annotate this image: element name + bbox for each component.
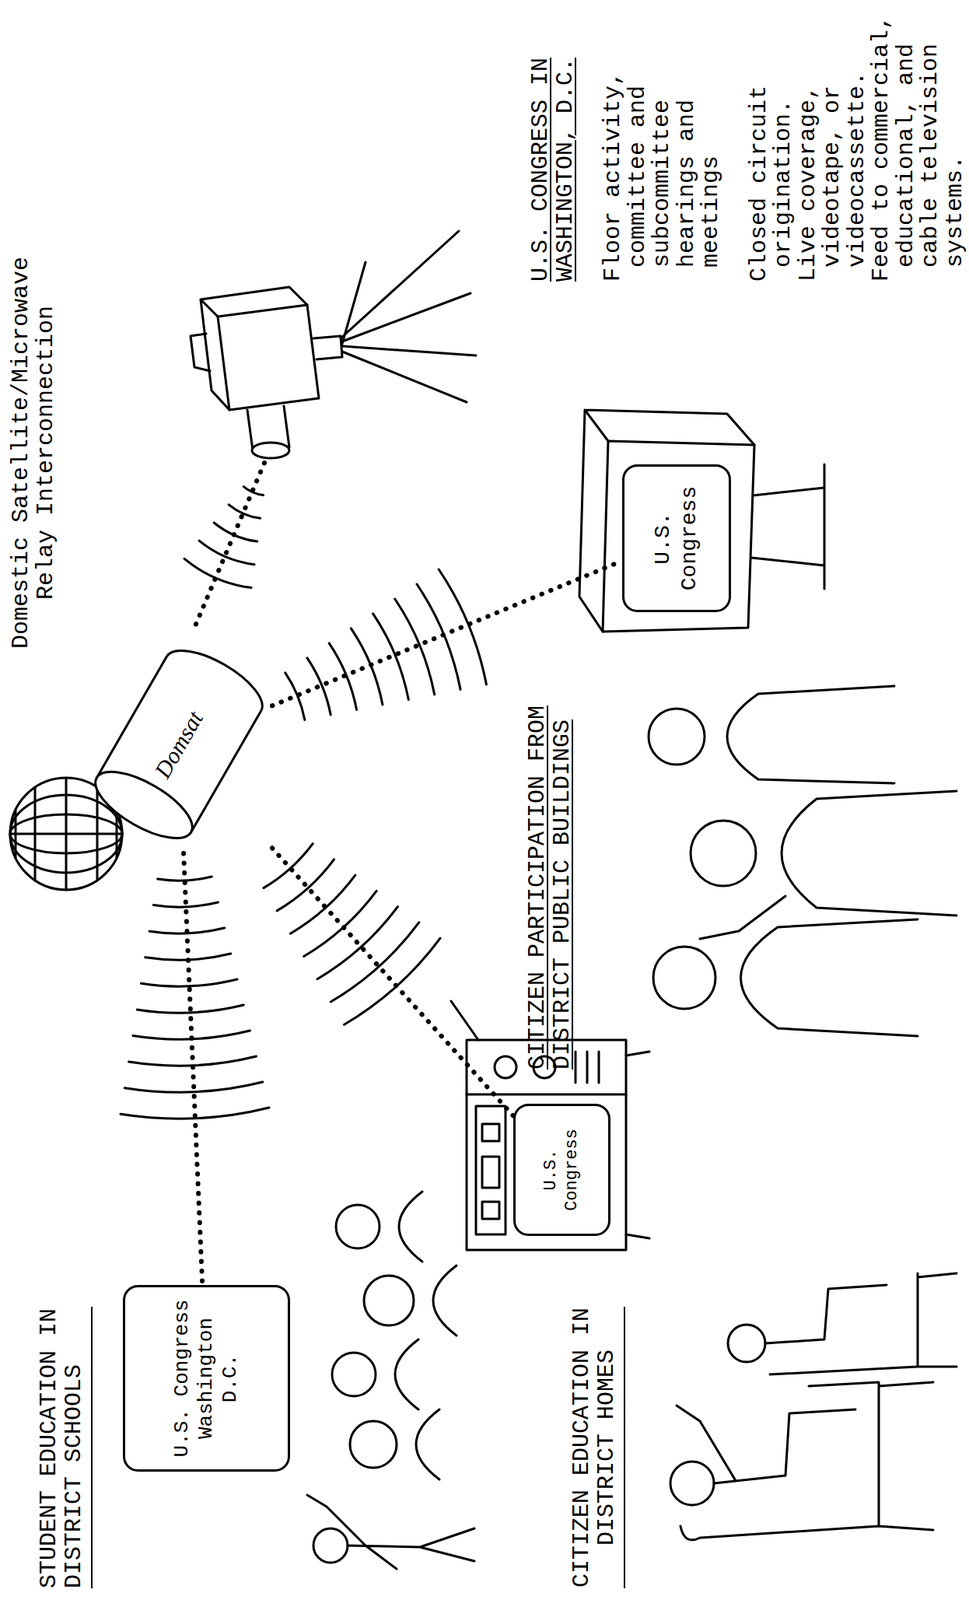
home-viewers	[670, 1273, 957, 1540]
screen-text: U.S. Congress	[650, 485, 703, 592]
public-monitor	[579, 409, 825, 632]
screen-text: U.S. Congress Washington D.C.	[170, 1298, 244, 1459]
monitor-screen: U.S. Congress	[622, 464, 732, 613]
transmission-link	[272, 560, 623, 720]
cylinder	[85, 637, 272, 851]
monitor-front	[602, 440, 755, 632]
teacher-head	[313, 1528, 348, 1563]
section-heading: U.S. CONGRESS IN WASHINGTON, D.C.	[528, 55, 578, 282]
tv-camera	[184, 230, 476, 628]
student-shoulders	[395, 1339, 419, 1410]
tv-speaker	[575, 1051, 599, 1083]
viewer-head	[690, 820, 756, 886]
radio-wave	[263, 843, 441, 1025]
tv-dial	[482, 1156, 500, 1188]
tv-cabinet	[466, 1039, 627, 1250]
text-holder: Domsat	[164, 707, 193, 781]
text-column: U.S. CONGRESS IN WASHINGTON, D.C. Floor a…	[528, 13, 968, 282]
student-head	[363, 1275, 414, 1326]
student-shoulders	[398, 1191, 423, 1262]
cylinder-rim	[85, 759, 202, 851]
viewer-body	[765, 1284, 887, 1344]
camera-mount	[313, 335, 343, 360]
public-viewers	[648, 685, 957, 1036]
camera-lens-front	[251, 442, 290, 459]
description-note: Closed circuit origination.	[747, 13, 797, 282]
student-shoulders	[416, 1409, 440, 1480]
screen-text: U.S. Congress	[541, 1127, 583, 1212]
tv-control-strip	[475, 1105, 506, 1235]
viewer-body	[676, 1405, 856, 1484]
camera-body	[217, 304, 319, 410]
description-note: Floor activity, committee and subcommitt…	[601, 13, 725, 282]
transmission-link	[120, 853, 270, 1285]
student-head	[349, 1420, 397, 1468]
monitor-stand	[751, 464, 825, 589]
tv-dial	[482, 1201, 500, 1219]
viewer-head	[653, 946, 716, 1009]
text-holder: U.S. Congress	[541, 1127, 583, 1212]
tv-dial	[482, 1123, 500, 1141]
satellite-cylinder: Domsat	[85, 635, 273, 854]
description-note: Feed to commercial, educational, and cab…	[869, 13, 968, 282]
tv-knob	[494, 1056, 517, 1078]
teacher-body	[307, 1494, 475, 1569]
camera-uplink-waves	[184, 486, 264, 588]
viewer-body	[741, 919, 919, 1036]
section-heading: CITIZEN PARTICIPATION FROM DISTRICT PUBL…	[525, 703, 575, 1070]
viewer-body	[699, 790, 957, 939]
radio-wave	[120, 876, 270, 1119]
description-note: Live coverage, videotape, or videocasset…	[796, 13, 871, 282]
screen-frame	[623, 465, 731, 612]
camera-body-side	[200, 286, 308, 410]
armchair	[680, 1381, 934, 1540]
transmission-link	[263, 843, 514, 1116]
chair	[769, 1273, 957, 1375]
viewer-head	[727, 1324, 766, 1362]
viewer-body	[727, 685, 895, 784]
text-holder: U.S. Congress Washington D.C.	[170, 1298, 244, 1459]
tv-screen: U.S. Congress	[513, 1103, 611, 1236]
screen-frame	[124, 1286, 290, 1471]
viewer-head	[648, 708, 705, 765]
tv-side-panel	[466, 1093, 627, 1096]
viewer-head	[670, 1461, 714, 1505]
section-heading: STUDENT EDUCATION IN DISTRICT SCHOOLS	[37, 1306, 93, 1589]
student-head	[335, 1204, 380, 1249]
classroom	[307, 1191, 475, 1569]
screen-frame	[514, 1105, 610, 1235]
student-shoulders	[433, 1265, 457, 1336]
camera-tripod	[340, 230, 476, 403]
classroom-screen: U.S. Congress Washington D.C.	[122, 1284, 291, 1472]
text-holder: U.S. Congress	[650, 485, 703, 592]
section-heading: CITIZEN EDUCATION IN DISTRICT HOMES	[570, 1306, 626, 1589]
monitor-cabinet	[579, 409, 755, 632]
camera-viewfinder	[190, 333, 210, 371]
link-line	[183, 853, 203, 1285]
radio-wave	[285, 569, 487, 720]
student-head	[332, 1352, 376, 1396]
monitor-screen-outline	[622, 464, 732, 613]
figure-title: Domestic Satellite/Microwave Relay Inter…	[9, 255, 59, 650]
